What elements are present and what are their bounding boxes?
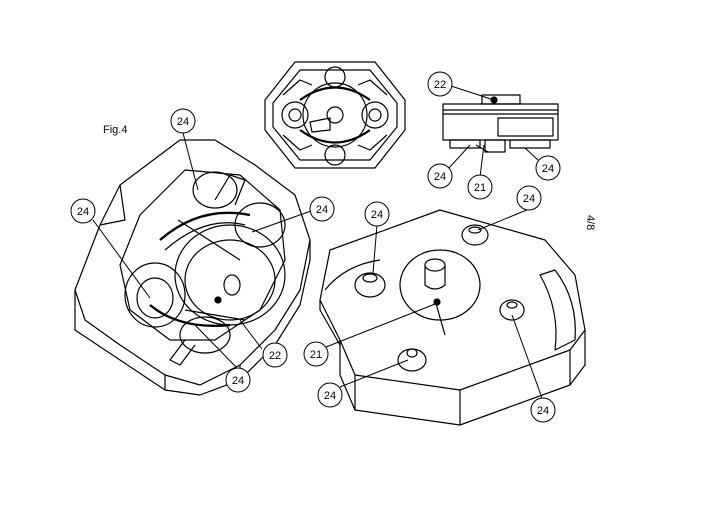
figure-label: Fig.4 — [103, 124, 128, 136]
callout-24-plate-bottom-left: 24 — [317, 382, 343, 408]
svg-text:24: 24 — [523, 193, 535, 205]
page-number: 4/8 — [584, 215, 596, 231]
callout-22-left: 22 — [262, 342, 288, 368]
callout-24-side-left: 24 — [427, 163, 453, 189]
top-right-side-view — [442, 94, 559, 153]
callout-21-plate: 21 — [303, 341, 329, 367]
svg-text:24: 24 — [316, 204, 328, 216]
callout-24-left-top: 24 — [170, 108, 196, 134]
callouts: 24 24 22 24 24 22 24 21 24 24 24 21 24 2… — [70, 71, 561, 423]
svg-text:24: 24 — [371, 209, 383, 221]
svg-text:24: 24 — [324, 390, 336, 402]
svg-text:24: 24 — [177, 116, 189, 128]
svg-text:24: 24 — [434, 171, 446, 183]
top-center-front-view — [264, 61, 406, 169]
svg-text:24: 24 — [232, 375, 244, 387]
callout-21-side: 21 — [467, 174, 493, 200]
right-isometric-plate-view — [319, 209, 586, 426]
callout-24-plate-top-left: 24 — [364, 201, 390, 227]
callout-22-right-top: 22 — [427, 71, 453, 97]
svg-text:24: 24 — [537, 405, 549, 417]
left-isometric-view — [74, 139, 311, 396]
callout-24-left-bottom: 24 — [225, 367, 251, 393]
callout-24-side-right: 24 — [535, 155, 561, 181]
svg-text:22: 22 — [434, 79, 446, 91]
svg-text:24: 24 — [542, 163, 554, 175]
callout-24-left-right: 24 — [309, 196, 335, 222]
callout-24-plate-bottom-right: 24 — [530, 397, 556, 423]
svg-text:24: 24 — [77, 206, 89, 218]
callout-24-plate-top-right: 24 — [516, 185, 542, 211]
leader-lines — [92, 85, 543, 399]
svg-text:21: 21 — [310, 349, 322, 361]
callout-24-left-side: 24 — [70, 198, 96, 224]
svg-text:21: 21 — [474, 182, 486, 194]
svg-text:22: 22 — [269, 350, 281, 362]
